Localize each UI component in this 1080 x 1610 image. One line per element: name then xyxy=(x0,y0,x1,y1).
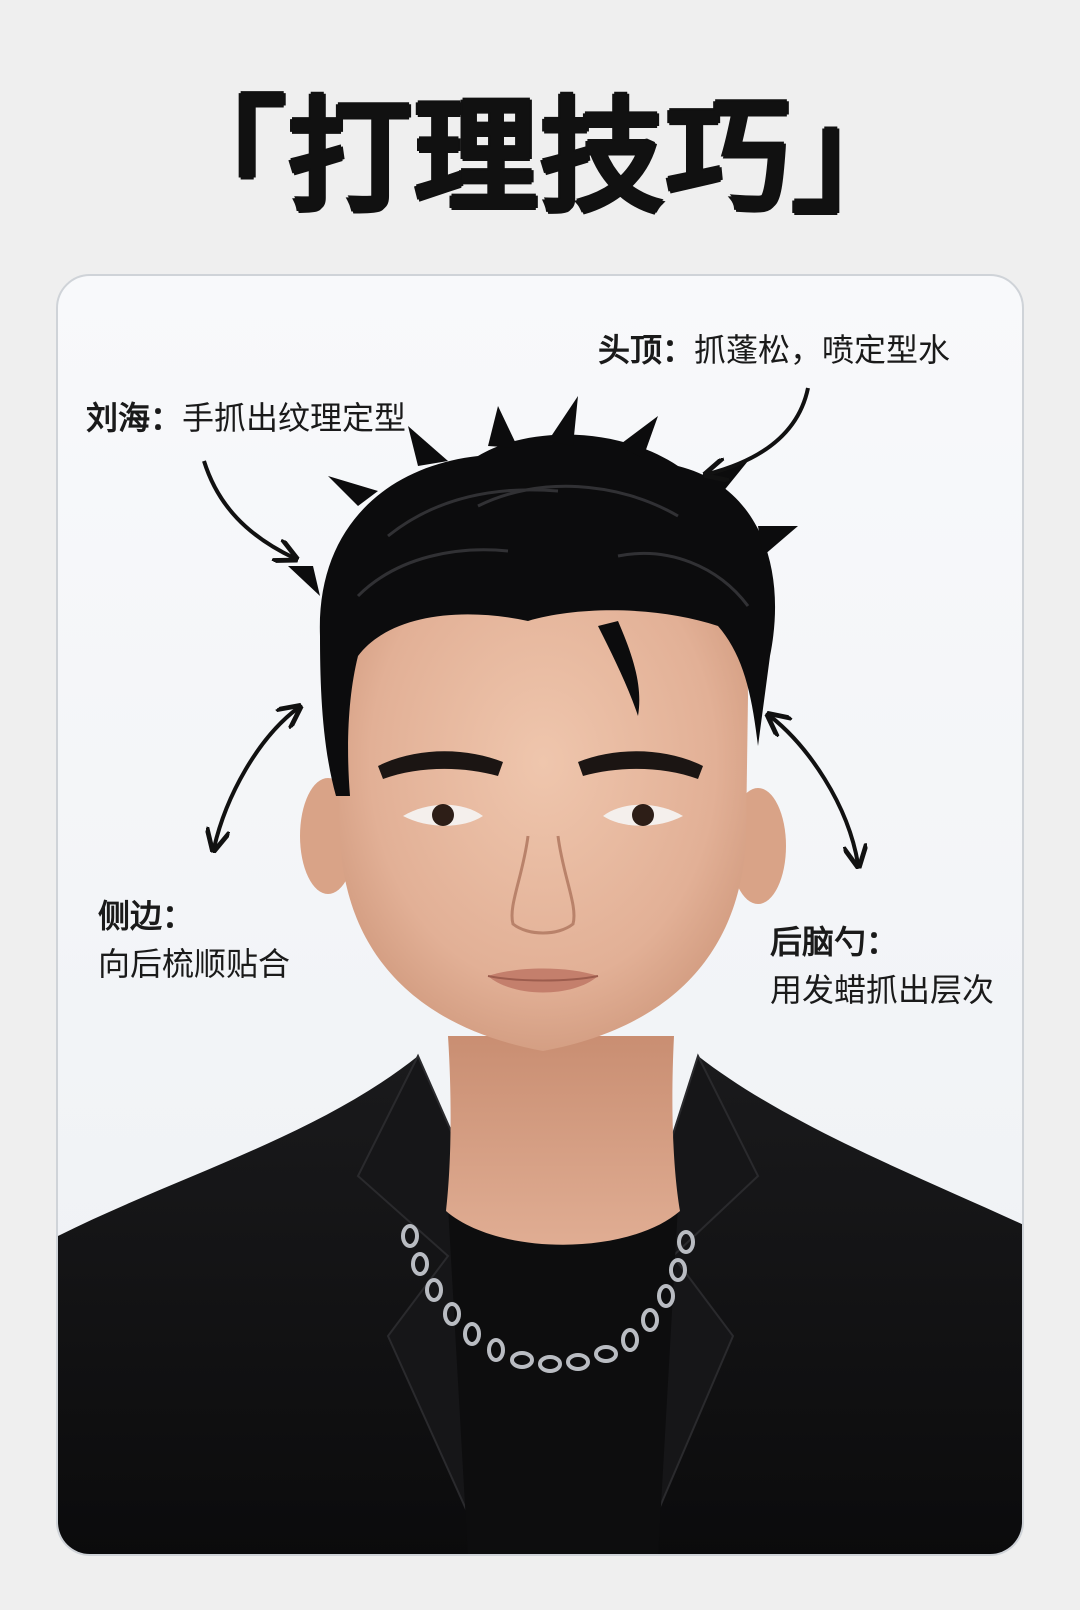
arrow-side xyxy=(214,708,298,848)
eyes xyxy=(403,804,683,826)
annotation-bangs-label: 刘海： xyxy=(86,399,183,437)
annotation-top: 头顶：抓蓬松，喷定型水 xyxy=(598,326,950,374)
model-portrait-illustration xyxy=(58,396,1022,1554)
annotation-bangs-text: 手抓出纹理定型 xyxy=(182,399,407,437)
annotation-top-label: 头顶： xyxy=(598,331,695,369)
hair-highlights xyxy=(356,484,750,607)
annotation-back-label: 后脑勺： xyxy=(770,923,899,961)
nose xyxy=(510,835,576,935)
annotation-back-text: 用发蜡抓出层次 xyxy=(770,971,995,1009)
face xyxy=(338,526,748,1051)
arrow-bangs xyxy=(202,460,294,558)
annotation-back: 后脑勺： 用发蜡抓出层次 xyxy=(770,918,994,1014)
annotation-arrows xyxy=(202,387,1024,1556)
annotation-side-label: 侧边： xyxy=(98,897,195,935)
annotation-bangs: 刘海：手抓出纹理定型 xyxy=(86,394,406,442)
arrow-back xyxy=(770,716,858,864)
chain-necklace xyxy=(401,1224,695,1373)
annotation-top-text: 抓蓬松，喷定型水 xyxy=(694,331,951,369)
jacket xyxy=(58,1056,1022,1554)
neck xyxy=(446,1036,680,1245)
annotation-side: 侧边： 向后梳顺贴合 xyxy=(98,892,290,988)
tshirt xyxy=(448,1206,678,1554)
left-eyebrow xyxy=(378,751,503,779)
page-title: 「打理技巧」 xyxy=(161,86,918,230)
arrow-top xyxy=(708,387,810,474)
hairstyle-photo-card: 头顶：抓蓬松，喷定型水 刘海：手抓出纹理定型 侧边： 向后梳顺贴合 后脑勺： 用… xyxy=(56,274,1024,1556)
annotation-side-text: 向后梳顺贴合 xyxy=(98,945,291,983)
right-eyebrow xyxy=(578,751,703,779)
